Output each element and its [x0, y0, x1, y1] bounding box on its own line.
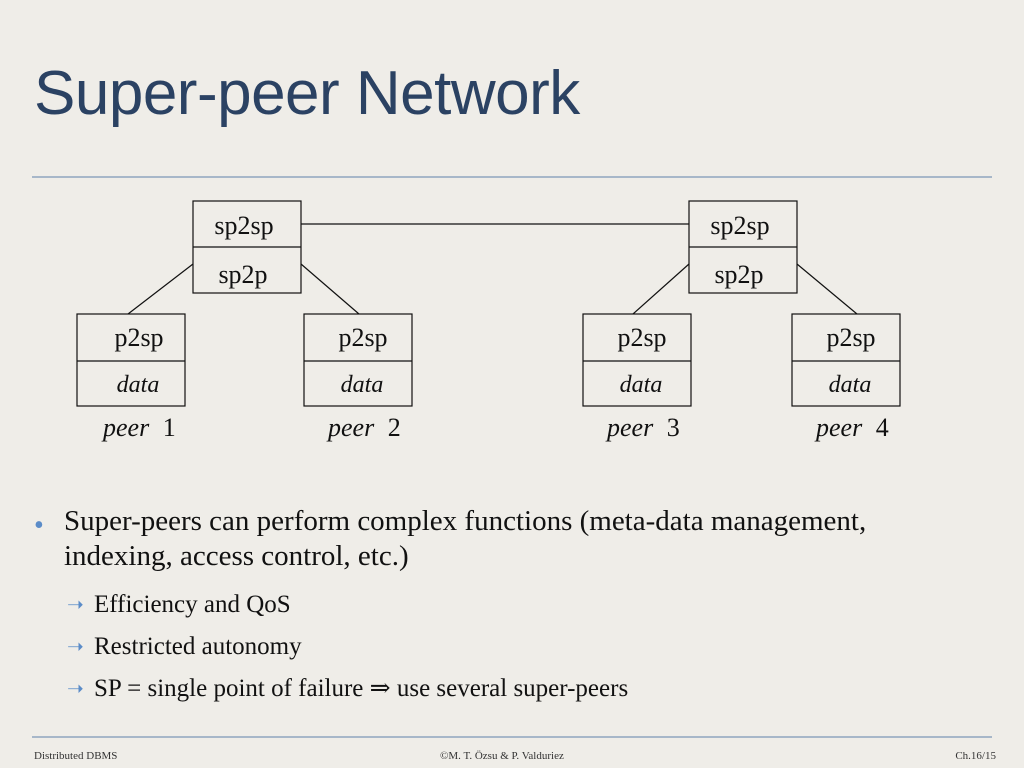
peer-node-1: p2sp data peer 1 — [76, 313, 186, 442]
peer-name: peer — [101, 413, 150, 442]
sp2sp-label: sp2sp — [214, 211, 273, 240]
peer-caption: peer 3 — [605, 413, 680, 442]
footer-right: Ch.16/15 — [955, 750, 996, 762]
super-peer-diagram: sp2sp sp2p sp2sp sp2p p2sp data peer 1 p… — [76, 200, 901, 442]
footer-divider — [32, 736, 992, 738]
sub-bullet-1: ➝ Efficiency and QoS — [34, 590, 974, 620]
peer-node-4: p2sp data peer 4 — [791, 313, 901, 442]
arrow-right-icon: ➝ — [67, 594, 84, 616]
p2sp-label: p2sp — [114, 323, 163, 352]
peer-number: 1 — [163, 413, 176, 442]
title-divider — [32, 176, 992, 178]
bullet-list: • Super-peers can perform complex functi… — [34, 504, 974, 704]
bullet-dot-icon: • — [34, 510, 44, 541]
p2sp-label: p2sp — [826, 323, 875, 352]
peer-caption: peer 4 — [814, 413, 889, 442]
sub-bullet-3: ➝ SP = single point of failure ⇒ use sev… — [34, 674, 974, 704]
sp2p-label: sp2p — [714, 260, 763, 289]
sub-bullet-2: ➝ Restricted autonomy — [34, 632, 974, 662]
bullet-main-text: Super-peers can perform complex function… — [64, 505, 867, 572]
arrow-right-icon: ➝ — [67, 636, 84, 658]
sub-bullet-text: Efficiency and QoS — [94, 591, 291, 618]
peer-node-2: p2sp data peer 2 — [303, 313, 413, 442]
data-label: data — [341, 372, 384, 398]
link-sp2-peer3 — [632, 263, 690, 315]
peer-name: peer — [814, 413, 863, 442]
peer-number: 2 — [388, 413, 401, 442]
data-label: data — [829, 372, 872, 398]
peer-caption: peer 2 — [326, 413, 401, 442]
sub-bullet-text: SP = single point of failure ⇒ use sever… — [94, 675, 629, 702]
p2sp-label: p2sp — [338, 323, 387, 352]
data-label: data — [620, 372, 663, 398]
peer-number: 3 — [667, 413, 680, 442]
bullet-main: • Super-peers can perform complex functi… — [34, 504, 974, 574]
sp2sp-label: sp2sp — [710, 211, 769, 240]
arrow-right-icon: ➝ — [67, 678, 84, 700]
sp2p-label: sp2p — [218, 260, 267, 289]
footer-center: ©M. T. Özsu & P. Valduriez — [440, 750, 564, 762]
link-sp2-peer4 — [796, 263, 858, 315]
footer-left: Distributed DBMS — [34, 750, 118, 762]
slide-title: Super-peer Network — [34, 59, 580, 128]
peer-name: peer — [605, 413, 654, 442]
super-peer-1: sp2sp sp2p — [192, 200, 302, 294]
p2sp-label: p2sp — [617, 323, 666, 352]
peer-node-3: p2sp data peer 3 — [582, 313, 692, 442]
data-label: data — [117, 372, 160, 398]
peer-caption: peer 1 — [101, 413, 176, 442]
sub-bullet-text: Restricted autonomy — [94, 633, 302, 660]
super-peer-2: sp2sp sp2p — [688, 200, 798, 294]
link-sp1-peer2 — [300, 263, 360, 315]
link-sp1-peer1 — [127, 263, 194, 315]
peer-name: peer — [326, 413, 375, 442]
peer-number: 4 — [876, 413, 889, 442]
